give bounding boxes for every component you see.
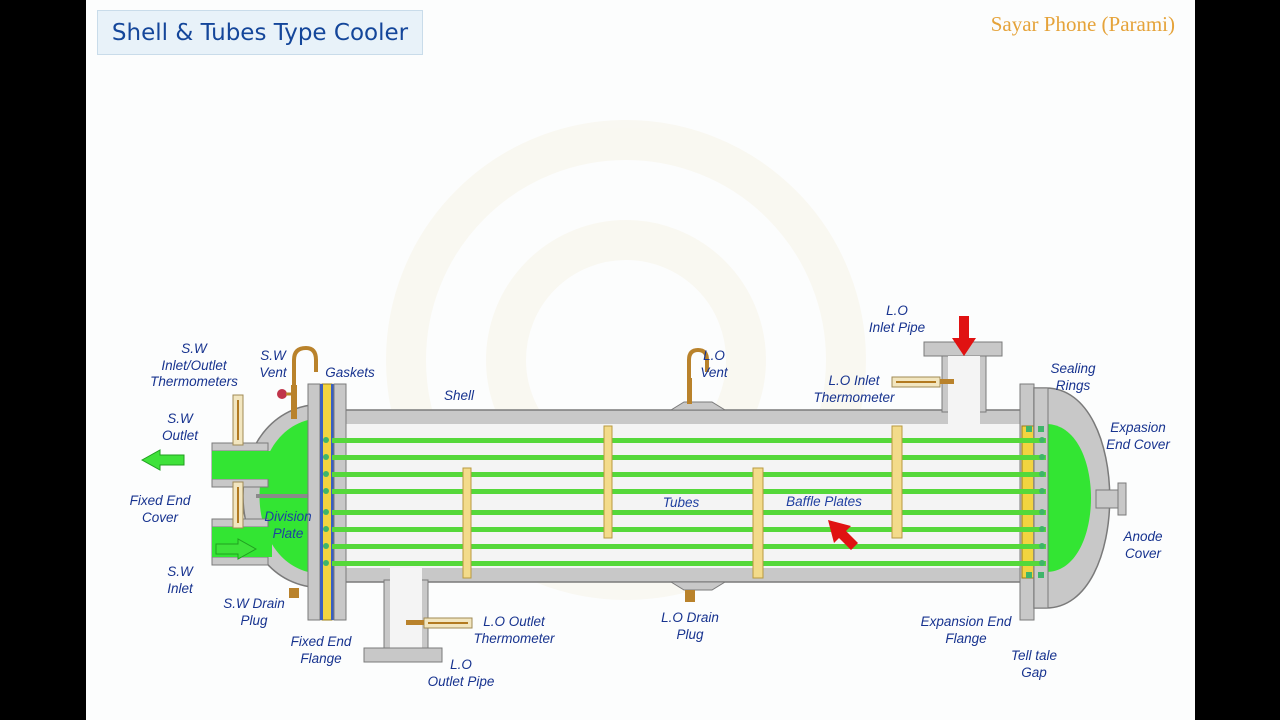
anode-cover-nozzle — [1095, 482, 1127, 516]
lo-vent-icon — [687, 347, 709, 404]
baffle-plates — [462, 425, 903, 579]
label-gaskets: Gaskets — [325, 365, 375, 380]
lo-drain-plug-icon — [685, 590, 695, 602]
tube-bundle — [332, 438, 1046, 566]
sealing-rings-icon — [1026, 426, 1044, 578]
label-shell: Shell — [443, 388, 475, 403]
fixed-gasket-right — [331, 384, 334, 620]
slide-title: Shell & Tubes Type Cooler — [111, 20, 409, 46]
sw-inlet-arrow-icon — [215, 538, 258, 560]
label-baffle-plates: Baffle Plates — [786, 494, 862, 509]
lo-inlet-arrow-icon — [952, 316, 976, 356]
sw-vent-icon — [277, 345, 318, 419]
expansion-end-water-box — [1046, 424, 1091, 572]
tube-ends-icon — [323, 437, 1045, 566]
cooler-diagram — [140, 120, 1127, 663]
fixed-gasket-left — [320, 384, 323, 620]
lo-outlet-pipe — [363, 568, 443, 663]
fixed-end-flange — [307, 383, 321, 621]
title-box: Shell & Tubes Type Cooler — [97, 10, 423, 55]
sw-outlet-arrow-icon — [140, 449, 185, 471]
lo-inlet-thermometer-icon — [891, 376, 954, 388]
shell-left-flange — [333, 383, 347, 621]
sw-outlet-nozzle — [211, 442, 272, 488]
label-tubes: Tubes — [662, 495, 700, 510]
sw-thermometer-icon — [232, 394, 244, 529]
shell-drain-boss — [669, 581, 727, 591]
shell-vent-boss — [669, 401, 727, 411]
sw-drain-plug-icon — [289, 588, 299, 598]
brand-name: Sayar Phone (Parami) — [990, 12, 1175, 36]
lo-outlet-thermometer-icon — [406, 617, 473, 629]
fixed-tube-plate — [321, 383, 333, 621]
baffle-pointer-arrow-icon — [828, 520, 858, 550]
slide-canvas: Shell & Tubes Type Cooler Sayar Phone (P… — [86, 0, 1195, 720]
